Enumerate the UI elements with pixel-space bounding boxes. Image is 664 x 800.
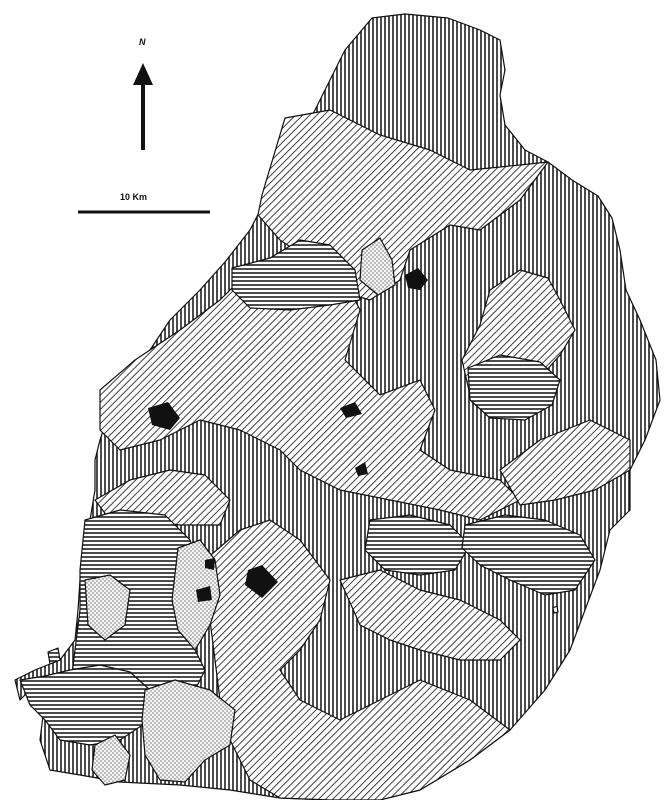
zone-solid-1 [405,268,428,290]
zone-horizontal-6 [19,664,151,746]
islet-west [47,647,61,665]
zone-dotted-south [141,679,236,783]
zone-horizontal-5 [461,514,596,596]
scale-bar: 10 Km [78,192,210,214]
north-label: N [139,37,146,47]
zone-solid-7 [205,558,215,570]
zone-dotted-southwest [91,734,131,786]
zone-solid-4 [355,462,368,476]
zone-diagonal-southeast [499,419,631,506]
zone-horizontal-4 [364,514,471,576]
north-arrow: N [133,37,153,150]
zone-solid-3 [340,402,362,418]
zone-dotted-north [359,237,396,296]
scale-label: 10 Km [120,192,147,202]
islet-east [552,605,559,614]
zone-solid-6 [196,586,212,602]
zone-solid-2 [148,402,180,430]
zone-horizontal-1 [231,239,361,311]
zone-horizontal-2 [467,354,561,421]
zone-solid-5 [245,565,278,598]
zone-dotted-west-2 [84,574,131,641]
zone-diagonal-southmid [339,569,521,661]
